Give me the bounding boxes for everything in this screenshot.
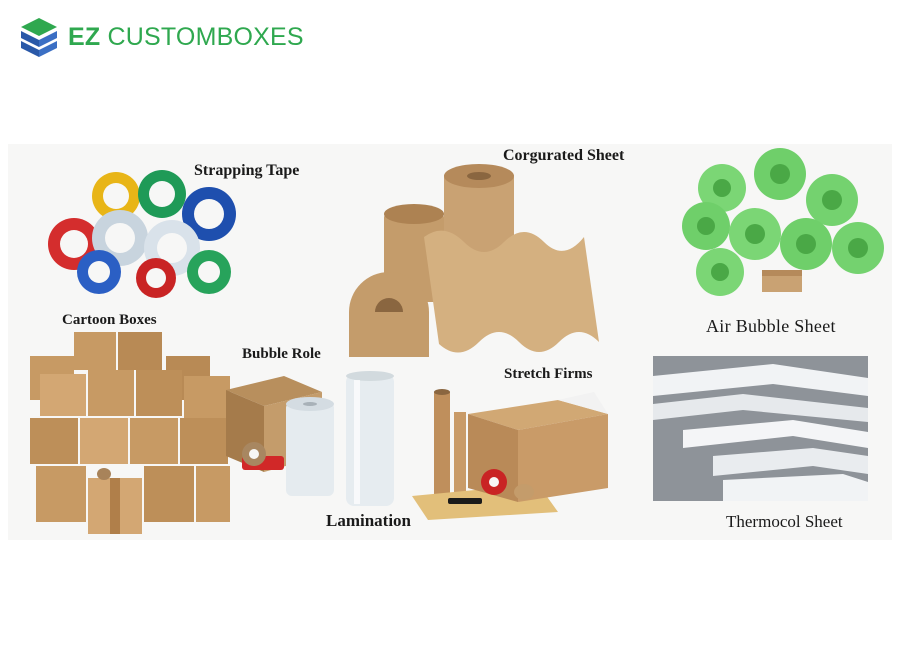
brand-name-rest: CUSTOMBOXES [107, 22, 304, 51]
label-stretch-firms: Stretch Firms [504, 366, 593, 382]
label-thermocol-sheet: Thermocol Sheet [726, 512, 843, 531]
tape-roll-yellow [92, 172, 140, 220]
brand-name: EZ CUSTOMBOXES [68, 22, 304, 51]
label-corrugated-sheet: Corgurated Sheet [503, 147, 625, 164]
label-lamination: Lamination [326, 511, 412, 530]
cartoon-boxes-image [30, 332, 230, 534]
tape-roll-green-low [187, 250, 231, 294]
corrugated-sheet-image [349, 164, 599, 357]
label-air-bubble-sheet: Air Bubble Sheet [706, 316, 836, 336]
tape-roll-blue-low [77, 250, 121, 294]
label-bubble-role: Bubble Role [242, 346, 321, 362]
product-collage: Strapping Tape Corgurated Sheet Air Bubb… [8, 144, 892, 540]
tape-roll-red-low [136, 258, 176, 298]
tape-roll-green-top [138, 170, 186, 218]
strapping-tape-image [48, 170, 236, 298]
label-strapping-tape: Strapping Tape [194, 162, 300, 179]
tape-roll-blue-right [182, 187, 236, 241]
lamination-image [346, 371, 394, 506]
label-cartoon-boxes: Cartoon Boxes [62, 312, 157, 328]
brand-logo[interactable]: EZ CUSTOMBOXES [18, 16, 304, 58]
brand-name-bold: EZ [68, 22, 101, 51]
bubble-role-image [226, 376, 334, 496]
stretch-firms-image [412, 389, 608, 520]
air-bubble-sheet-image [682, 148, 884, 296]
thermocol-sheet-image [653, 356, 868, 501]
cube-stack-icon [21, 18, 57, 57]
